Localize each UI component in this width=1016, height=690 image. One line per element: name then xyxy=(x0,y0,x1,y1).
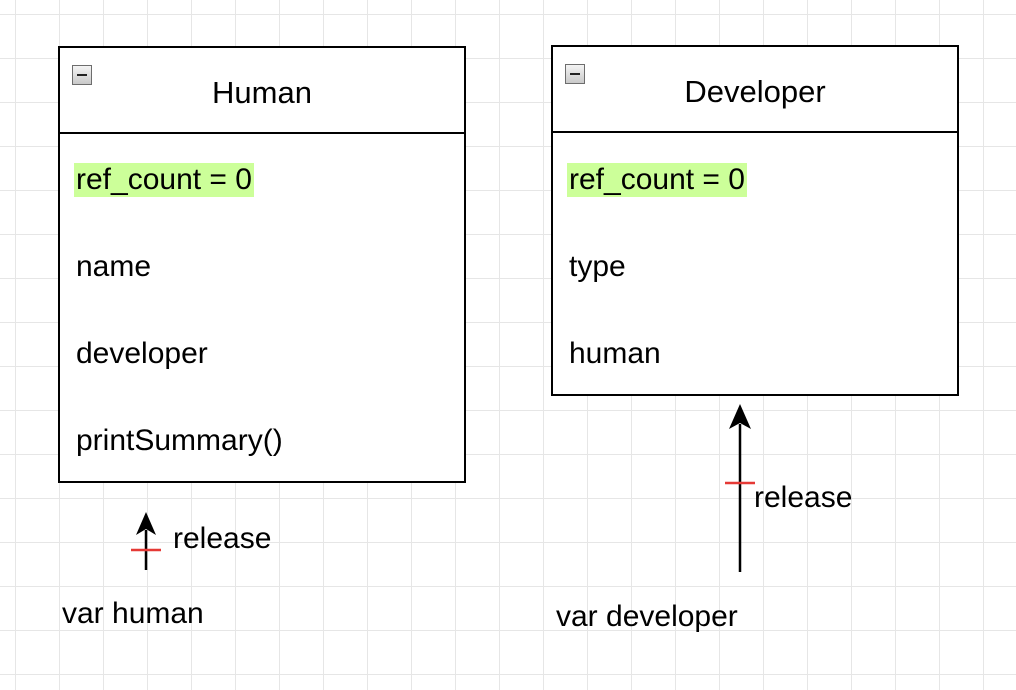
collapse-icon[interactable] xyxy=(72,65,92,85)
human-reference-arrow[interactable] xyxy=(131,512,161,570)
human-class-title: Human xyxy=(212,75,312,110)
var-developer-label: var developer xyxy=(556,600,738,633)
developer-reference-arrow[interactable] xyxy=(725,404,755,572)
var-human-label: var human xyxy=(62,597,204,630)
developer-class-header: Developer xyxy=(553,47,957,133)
collapse-icon[interactable] xyxy=(565,64,585,84)
developer-class-title: Developer xyxy=(684,74,826,109)
human-ref-count: ref_count = 0 xyxy=(74,163,254,197)
human-member-developer: developer xyxy=(76,337,208,370)
human-class-header: Human xyxy=(60,48,464,134)
human-release-label: release xyxy=(173,522,272,555)
developer-member-type: type xyxy=(569,250,626,283)
developer-class-box[interactable]: Developer ref_count = 0 type human xyxy=(551,45,959,396)
human-class-box[interactable]: Human ref_count = 0 name developer print… xyxy=(58,46,466,483)
developer-release-label: release xyxy=(754,481,853,514)
human-member-print-summary: printSummary() xyxy=(76,424,283,457)
developer-member-human: human xyxy=(569,337,661,370)
developer-ref-count: ref_count = 0 xyxy=(567,163,747,197)
human-member-name: name xyxy=(76,250,152,283)
